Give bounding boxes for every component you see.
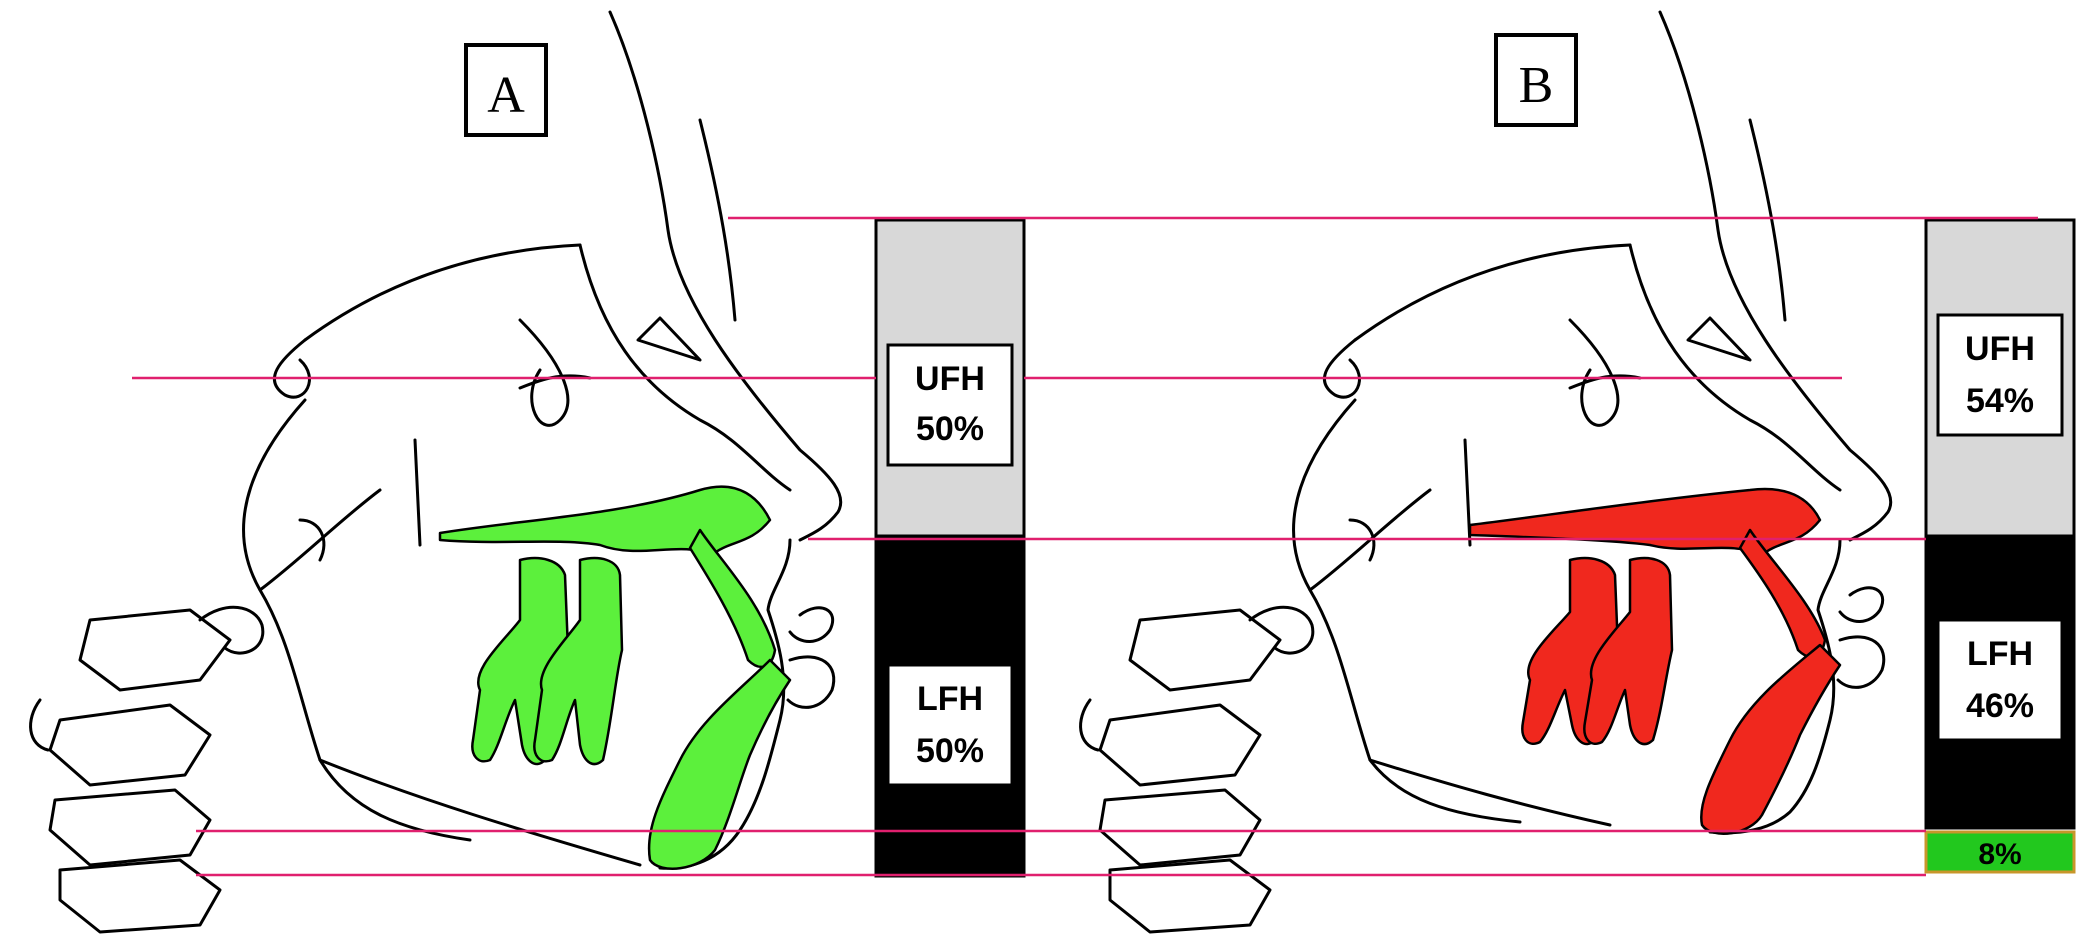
lfh-value-a: 50% <box>916 732 984 770</box>
lfh-name-a: LFH <box>917 680 983 718</box>
lfh-value-b: 46% <box>1966 687 2034 725</box>
difference-bar-b <box>1924 830 2076 874</box>
panel-label-b-text: B <box>1519 57 1554 114</box>
ufh-label-box-b <box>1936 313 2064 437</box>
reference-lines <box>132 216 2038 877</box>
ufh-name-b: UFH <box>1965 330 2035 368</box>
panel-a: UFH 50% LFH 50% A <box>29 10 1026 934</box>
panel-label-b: B <box>1494 33 1578 127</box>
panel-label-a: A <box>464 43 548 137</box>
panel-b: 8% UFH 54% LFH 46% B <box>1079 10 2076 934</box>
ratio-bars-b: 8% UFH 54% LFH 46% <box>1924 218 2076 874</box>
lfh-name-b: LFH <box>1967 635 2033 673</box>
skull-outline-a <box>29 10 843 934</box>
lfh-label-box-a <box>886 663 1014 787</box>
bone-highlight-b <box>1468 487 1842 835</box>
panel-label-a-text: A <box>487 67 525 124</box>
bone-highlight-a <box>438 485 792 870</box>
ufh-value-b: 54% <box>1966 382 2034 420</box>
skull-outline-b <box>1079 10 1893 934</box>
ufh-value-a: 50% <box>916 410 984 448</box>
ufh-label-box-a <box>886 343 1014 467</box>
lfh-label-box-b <box>1936 618 2064 742</box>
ratio-bars-a: UFH 50% LFH 50% <box>874 218 1026 878</box>
difference-value-b: 8% <box>1978 838 2021 871</box>
ufh-name-a: UFH <box>915 360 985 398</box>
